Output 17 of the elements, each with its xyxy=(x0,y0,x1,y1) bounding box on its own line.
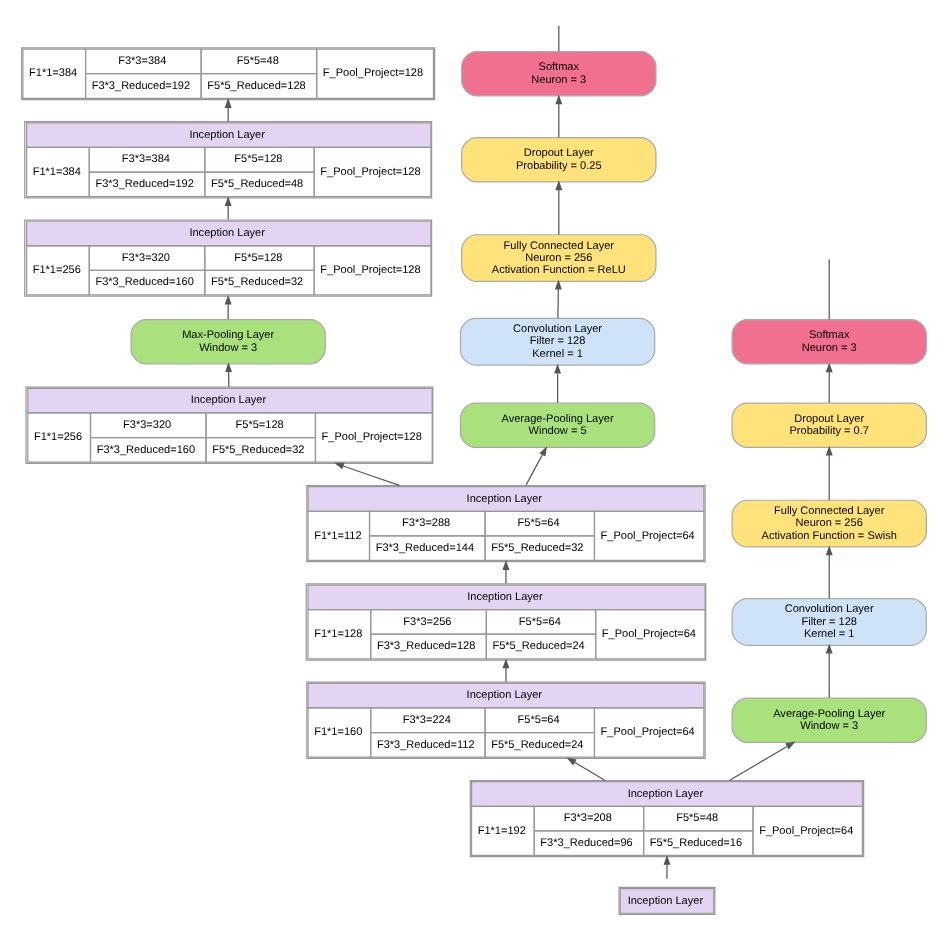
arrow xyxy=(663,854,671,880)
arrow xyxy=(825,545,833,600)
connector xyxy=(558,25,560,52)
arrow xyxy=(555,94,563,139)
arrow xyxy=(502,560,510,584)
arrow xyxy=(555,180,563,236)
arrow xyxy=(566,757,606,781)
arrow xyxy=(729,741,796,781)
connector xyxy=(828,258,830,320)
arrow xyxy=(525,446,547,486)
arrow xyxy=(825,643,833,699)
arrow xyxy=(825,445,833,501)
arrow xyxy=(825,362,833,404)
arrow xyxy=(554,363,562,404)
arrow xyxy=(334,462,401,487)
arrow xyxy=(502,658,510,683)
arrow xyxy=(554,279,562,319)
